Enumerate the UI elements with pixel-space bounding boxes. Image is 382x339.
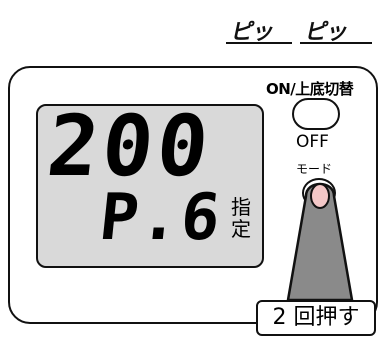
mode-button[interactable] (302, 178, 336, 208)
beep-underline (226, 42, 292, 44)
power-button-label: ON/上底切替 (266, 80, 354, 98)
lcd-display (36, 104, 264, 268)
instruction-callout: 2 回押す (256, 300, 376, 336)
beep-underline (300, 42, 372, 44)
display-mode-label: 指定 (231, 195, 251, 241)
display-main-value: 200 (42, 97, 217, 195)
display-sub-value: P.6 (96, 181, 226, 255)
power-button[interactable] (292, 98, 340, 130)
power-off-label: OFF (296, 132, 329, 152)
mode-button-label: モード (296, 162, 333, 176)
